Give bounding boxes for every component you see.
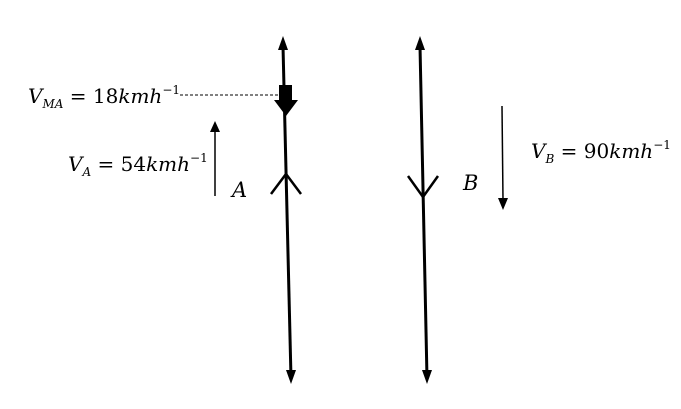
- va-label: VA = 54kmh−1: [68, 151, 208, 179]
- track-b-top-arrowhead: [415, 36, 425, 50]
- track-b-down-chevron: [406, 175, 440, 200]
- track-a-up-chevron: [270, 171, 302, 195]
- track-a-bottom-arrowhead: [286, 370, 296, 384]
- man-velocity-arrow-shaft: [279, 85, 292, 102]
- track-b-bottom-arrowhead: [422, 370, 432, 384]
- track-b-line: [418, 45, 429, 379]
- vb-direction-arrow: [498, 105, 508, 210]
- track-a-top-arrowhead: [278, 36, 288, 50]
- track-a: [270, 36, 302, 384]
- va-direction-arrow: [210, 121, 220, 196]
- point-a-label: A: [230, 178, 247, 202]
- man-velocity-arrow-head: [274, 100, 298, 116]
- vma-label: VMA = 18kmh−1: [28, 83, 180, 111]
- track-b: [406, 36, 440, 384]
- point-b-label: B: [462, 171, 478, 195]
- vb-label: VB = 90kmh−1: [531, 138, 671, 166]
